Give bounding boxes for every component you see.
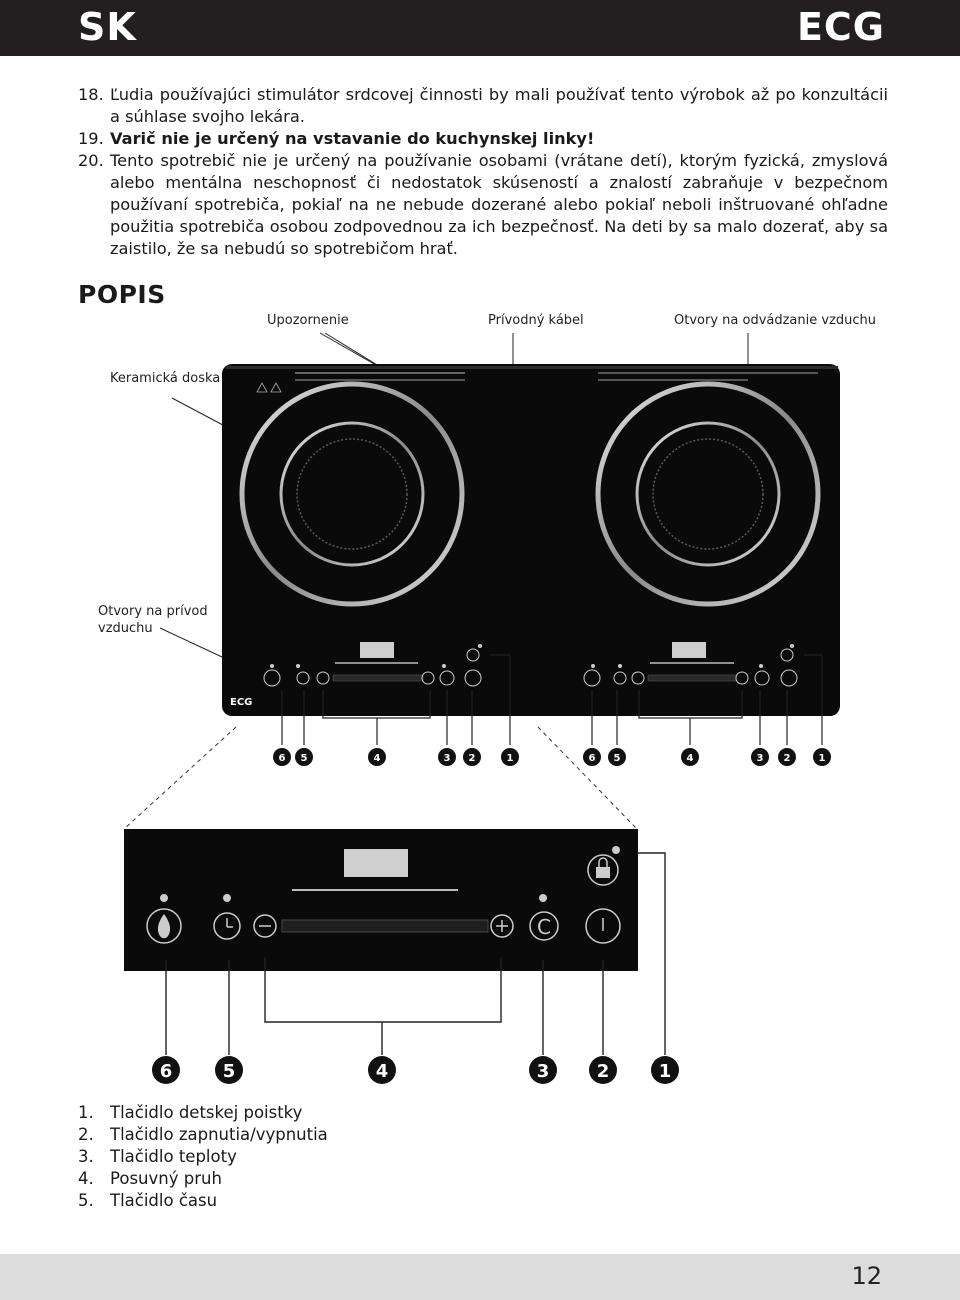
svg-text:1: 1 [819,753,826,764]
label-power-cord: Prívodný kábel [488,313,584,328]
left-burner [239,381,465,607]
right-control-panel [583,642,798,687]
svg-text:3: 3 [757,753,764,764]
language-code: SK [78,5,137,49]
svg-text:2: 2 [597,1061,610,1082]
small-callouts-left: 6 5 4 3 2 1 [273,748,519,766]
svg-text:6: 6 [589,753,596,764]
legend-item: 2.Tlačidlo zapnutia/vypnutia [78,1125,328,1144]
warning-sticker [256,372,818,393]
label-ceramic-plate: Keramická doska [110,371,221,386]
svg-text:6: 6 [279,753,286,764]
svg-text:4: 4 [376,1061,389,1082]
note-number: 20. [78,151,104,170]
cooktop-body [222,364,840,716]
label-air-inlet: Otvory na prívod vzduchu [98,604,208,636]
note-number: 19. [78,129,104,148]
zoom-callout-leaders [165,852,666,1055]
svg-text:1: 1 [659,1061,672,1082]
parts-legend: 1.Tlačidlo detskej poistky 2.Tlačidlo za… [78,1102,328,1212]
safety-notes: 18. Ľudia používajúci stimulátor srdcove… [78,84,888,260]
svg-text:6: 6 [160,1061,173,1082]
note-item: 20. Tento spotrebič nie je určený na pou… [78,150,888,260]
svg-text:3: 3 [444,753,451,764]
page-number: 12 [851,1262,882,1290]
legend-item: 5.Tlačidlo času [78,1191,218,1210]
right-burner [595,381,821,607]
note-item: 19. Varič nie je určený na vstavanie do … [78,128,888,150]
legend-item: 4.Posuvný pruh [78,1169,222,1188]
left-control-panel [263,642,482,687]
brand-logo: ECG [796,5,885,49]
large-callouts: 6 5 4 3 2 1 [152,1056,679,1084]
svg-text:1: 1 [507,753,514,764]
svg-text:5: 5 [614,753,621,764]
page-header: SK ECG [0,0,960,56]
legend-item: 1.Tlačidlo detskej poistky [78,1103,303,1122]
note-number: 18. [78,85,104,104]
svg-text:2: 2 [784,753,791,764]
section-title: POPIS [78,280,166,309]
note-text: Tento spotrebič nie je určený na používa… [110,151,888,258]
svg-text:5: 5 [301,753,308,764]
note-text: Varič nie je určený na vstavanie do kuch… [110,129,595,148]
svg-text:2: 2 [469,753,476,764]
svg-text:4: 4 [687,753,694,764]
small-callout-leaders [281,654,823,745]
svg-text:3: 3 [537,1061,550,1082]
small-callouts-right: 6 5 4 3 2 1 [583,748,831,766]
device-brand-logo: ECG [230,697,252,708]
svg-text:C: C [537,915,551,939]
legend-item: 3.Tlačidlo teploty [78,1147,237,1166]
note-text: Ľudia používajúci stimulátor srdcovej či… [110,85,888,126]
page-footer: 12 [0,1254,960,1300]
note-item: 18. Ľudia používajúci stimulátor srdcove… [78,84,888,128]
svg-text:4: 4 [374,753,381,764]
svg-text:5: 5 [223,1061,236,1082]
label-warning: Upozornenie [267,313,349,328]
label-air-outlet: Otvory na odvádzanie vzduchu [674,313,877,328]
zoomed-controls: C [146,846,621,944]
